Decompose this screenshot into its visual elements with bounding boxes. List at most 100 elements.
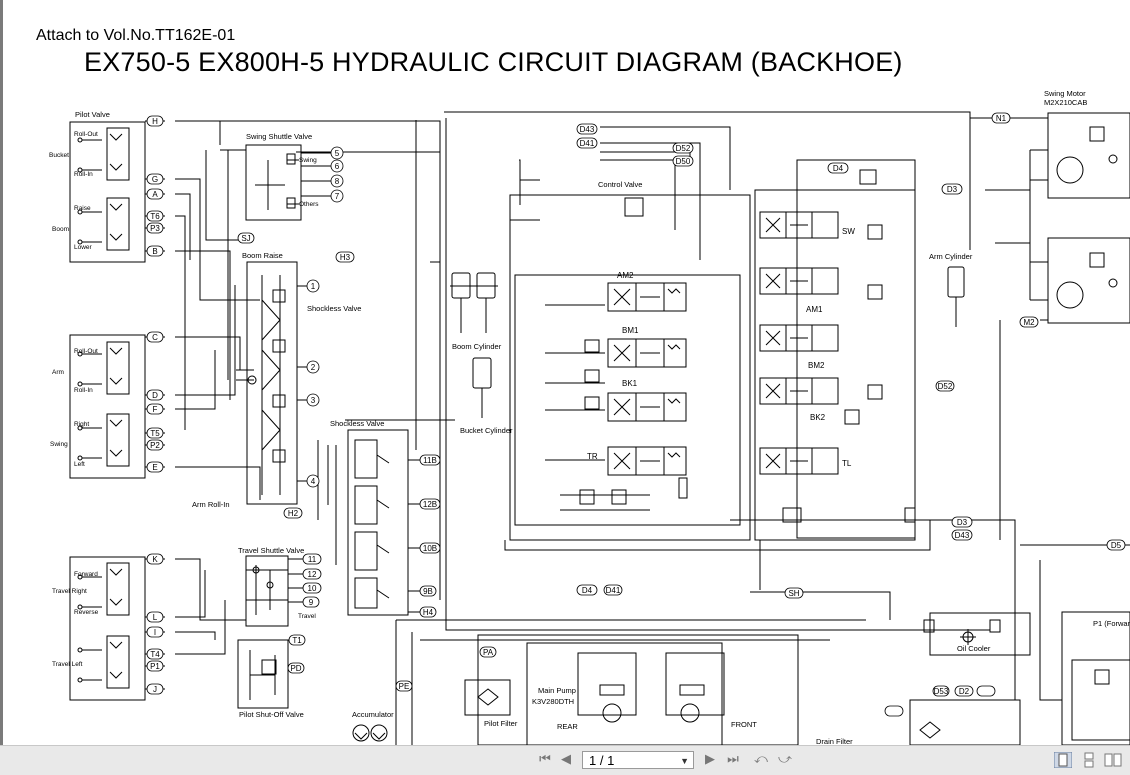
- svg-text:4: 4: [311, 477, 316, 486]
- tag-text: A: [152, 190, 158, 199]
- swing-motor-lower: [1047, 237, 1130, 324]
- accumulator-label: Accumulator: [352, 710, 394, 719]
- tag-text: T6: [150, 212, 160, 221]
- control-spools-right: [759, 211, 839, 475]
- tag-text: D50: [676, 157, 691, 166]
- tag-text: D4: [833, 164, 844, 173]
- tag-text: D4: [582, 586, 593, 595]
- control-valve-label: Control Valve: [598, 180, 642, 189]
- pilot-shutoff-valve-box: [237, 639, 289, 709]
- arm-cylinder-label: Arm Cylinder: [929, 252, 973, 261]
- tag-text: D41: [580, 139, 595, 148]
- travel-shuttle-valve-box: [245, 555, 289, 627]
- svg-text:Roll-In: Roll-In: [74, 171, 93, 178]
- rotate-right-icon[interactable]: ⤻: [778, 752, 792, 767]
- control-valve-left-block: [509, 194, 751, 541]
- rear-label: REAR: [557, 722, 578, 731]
- next-page-icon[interactable]: ▶: [705, 752, 715, 767]
- svg-text:Roll-Out: Roll-Out: [74, 131, 98, 138]
- tag-text: H2: [288, 509, 299, 518]
- pilot-valve-box-arm-swing: [69, 334, 146, 479]
- boom-cylinder-label: Boom Cylinder: [452, 342, 502, 351]
- tag-text: 12B: [423, 500, 437, 509]
- svg-text:3: 3: [311, 396, 316, 405]
- swing-motor-upper: [1047, 112, 1130, 199]
- tag-text: F: [153, 405, 158, 414]
- tag-text: H3: [340, 253, 351, 262]
- page-indicator: 1 / 1: [589, 753, 615, 768]
- single-page-view-icon[interactable]: [1054, 752, 1072, 768]
- document-viewport: Attach to Vol.No.TT162E-01 EX750-5 EX800…: [0, 0, 1130, 745]
- tag-text: P3: [150, 224, 160, 233]
- page-number-select[interactable]: 1 / 1 ▼: [582, 751, 694, 769]
- first-page-icon[interactable]: ⏮: [539, 752, 551, 767]
- right-pump-box: [1061, 611, 1130, 745]
- pilot-valve-box: [69, 121, 146, 263]
- swing-shuttle-valve-box: [245, 144, 302, 221]
- tag-text: D43: [955, 531, 970, 540]
- svg-text:Raise: Raise: [74, 205, 91, 212]
- svg-text:BM1: BM1: [622, 326, 639, 335]
- two-page-view-icon[interactable]: [1104, 752, 1122, 768]
- tag-text: 10: [308, 584, 317, 593]
- continuous-view-icon[interactable]: [1080, 752, 1098, 768]
- pilot-shutoff-valve-label: Pilot Shut-Off Valve: [239, 710, 304, 719]
- tag-text: D5: [1111, 541, 1122, 550]
- tag-text: J: [153, 685, 157, 694]
- port-tag-texts: H G A T6 P3 B C D F T5 P2 E K L I T4 P1 …: [150, 114, 1122, 696]
- svg-text:TL: TL: [842, 459, 852, 468]
- svg-text:7: 7: [335, 192, 340, 201]
- tag-text: B: [152, 247, 157, 256]
- svg-text:Right: Right: [74, 421, 89, 428]
- svg-text:Forward: Forward: [74, 571, 98, 578]
- svg-text:Roll-In: Roll-In: [74, 387, 93, 394]
- main-pump-label: Main Pump: [538, 686, 576, 695]
- tag-text: P1: [150, 662, 160, 671]
- tag-text: 9: [309, 598, 314, 607]
- main-pump-box: [526, 642, 723, 745]
- svg-text:Arm: Arm: [52, 369, 64, 376]
- tag-text: 11: [308, 555, 317, 564]
- pilot-labels: Bucket Roll-Out Roll-In Boom Raise Lower…: [49, 131, 319, 668]
- page-title: EX750-5 EX800H-5 HYDRAULIC CIRCUIT DIAGR…: [84, 47, 903, 77]
- numbered-port-texts: 1 2 3 4 5 6 8 7: [311, 149, 340, 486]
- svg-text:Travel: Travel: [298, 613, 316, 620]
- boom-raise-label: Boom Raise: [242, 251, 283, 260]
- main-pump-model: K3V280DTH: [532, 697, 574, 706]
- tag-text: PD: [290, 664, 301, 673]
- tag-text: H4: [423, 608, 434, 617]
- svg-text:SW: SW: [842, 227, 855, 236]
- svg-text:Swing: Swing: [50, 441, 68, 448]
- bucket-cylinder-body: [472, 357, 492, 389]
- tag-text: 12: [308, 570, 317, 579]
- svg-text:6: 6: [335, 162, 340, 171]
- tag-text: M2: [1023, 318, 1035, 327]
- left-edge-divider: [0, 0, 3, 745]
- pilot-valve-symbols: [77, 127, 130, 689]
- hydraulic-circuit-diagram: H G A T6 P3 B C D F T5 P2 E K L I T4 P1 …: [49, 89, 1130, 745]
- svg-text:8: 8: [335, 177, 340, 186]
- spool-labels: AM2 BM1 BK1 TR SW AM1 BM2 BK2 TL: [587, 227, 855, 468]
- tag-text: E: [152, 463, 157, 472]
- tag-text: SJ: [241, 234, 250, 243]
- svg-text:Swing: Swing: [299, 157, 317, 164]
- attach-reference: Attach to Vol.No.TT162E-01: [36, 27, 236, 44]
- svg-text:Bucket: Bucket: [49, 152, 69, 159]
- pilot-filter-label: Pilot Filter: [484, 719, 518, 728]
- rotate-left-icon[interactable]: ⤺: [754, 752, 768, 767]
- bucket-cylinder-label: Bucket Cylinder: [460, 426, 513, 435]
- section-labels: Pilot Valve Swing Shuttle Valve Boom Rai…: [75, 89, 1130, 745]
- svg-text:Others: Others: [299, 201, 319, 208]
- svg-text:AM1: AM1: [806, 305, 823, 314]
- drain-filter-label: Drain Filter: [816, 737, 853, 745]
- tag-text: H: [152, 117, 158, 126]
- tag-text: D3: [947, 185, 958, 194]
- swing-motor-label: Swing Motor: [1044, 89, 1086, 98]
- svg-text:Boom: Boom: [52, 226, 69, 233]
- shockless-valve-2-label: Shockless Valve: [330, 419, 384, 428]
- previous-page-icon[interactable]: ◀: [561, 752, 571, 767]
- last-page-icon[interactable]: ⏭: [727, 752, 739, 767]
- svg-text:BK2: BK2: [810, 413, 826, 422]
- svg-text:Reverse: Reverse: [74, 609, 99, 616]
- oil-cooler-box: [929, 612, 1031, 656]
